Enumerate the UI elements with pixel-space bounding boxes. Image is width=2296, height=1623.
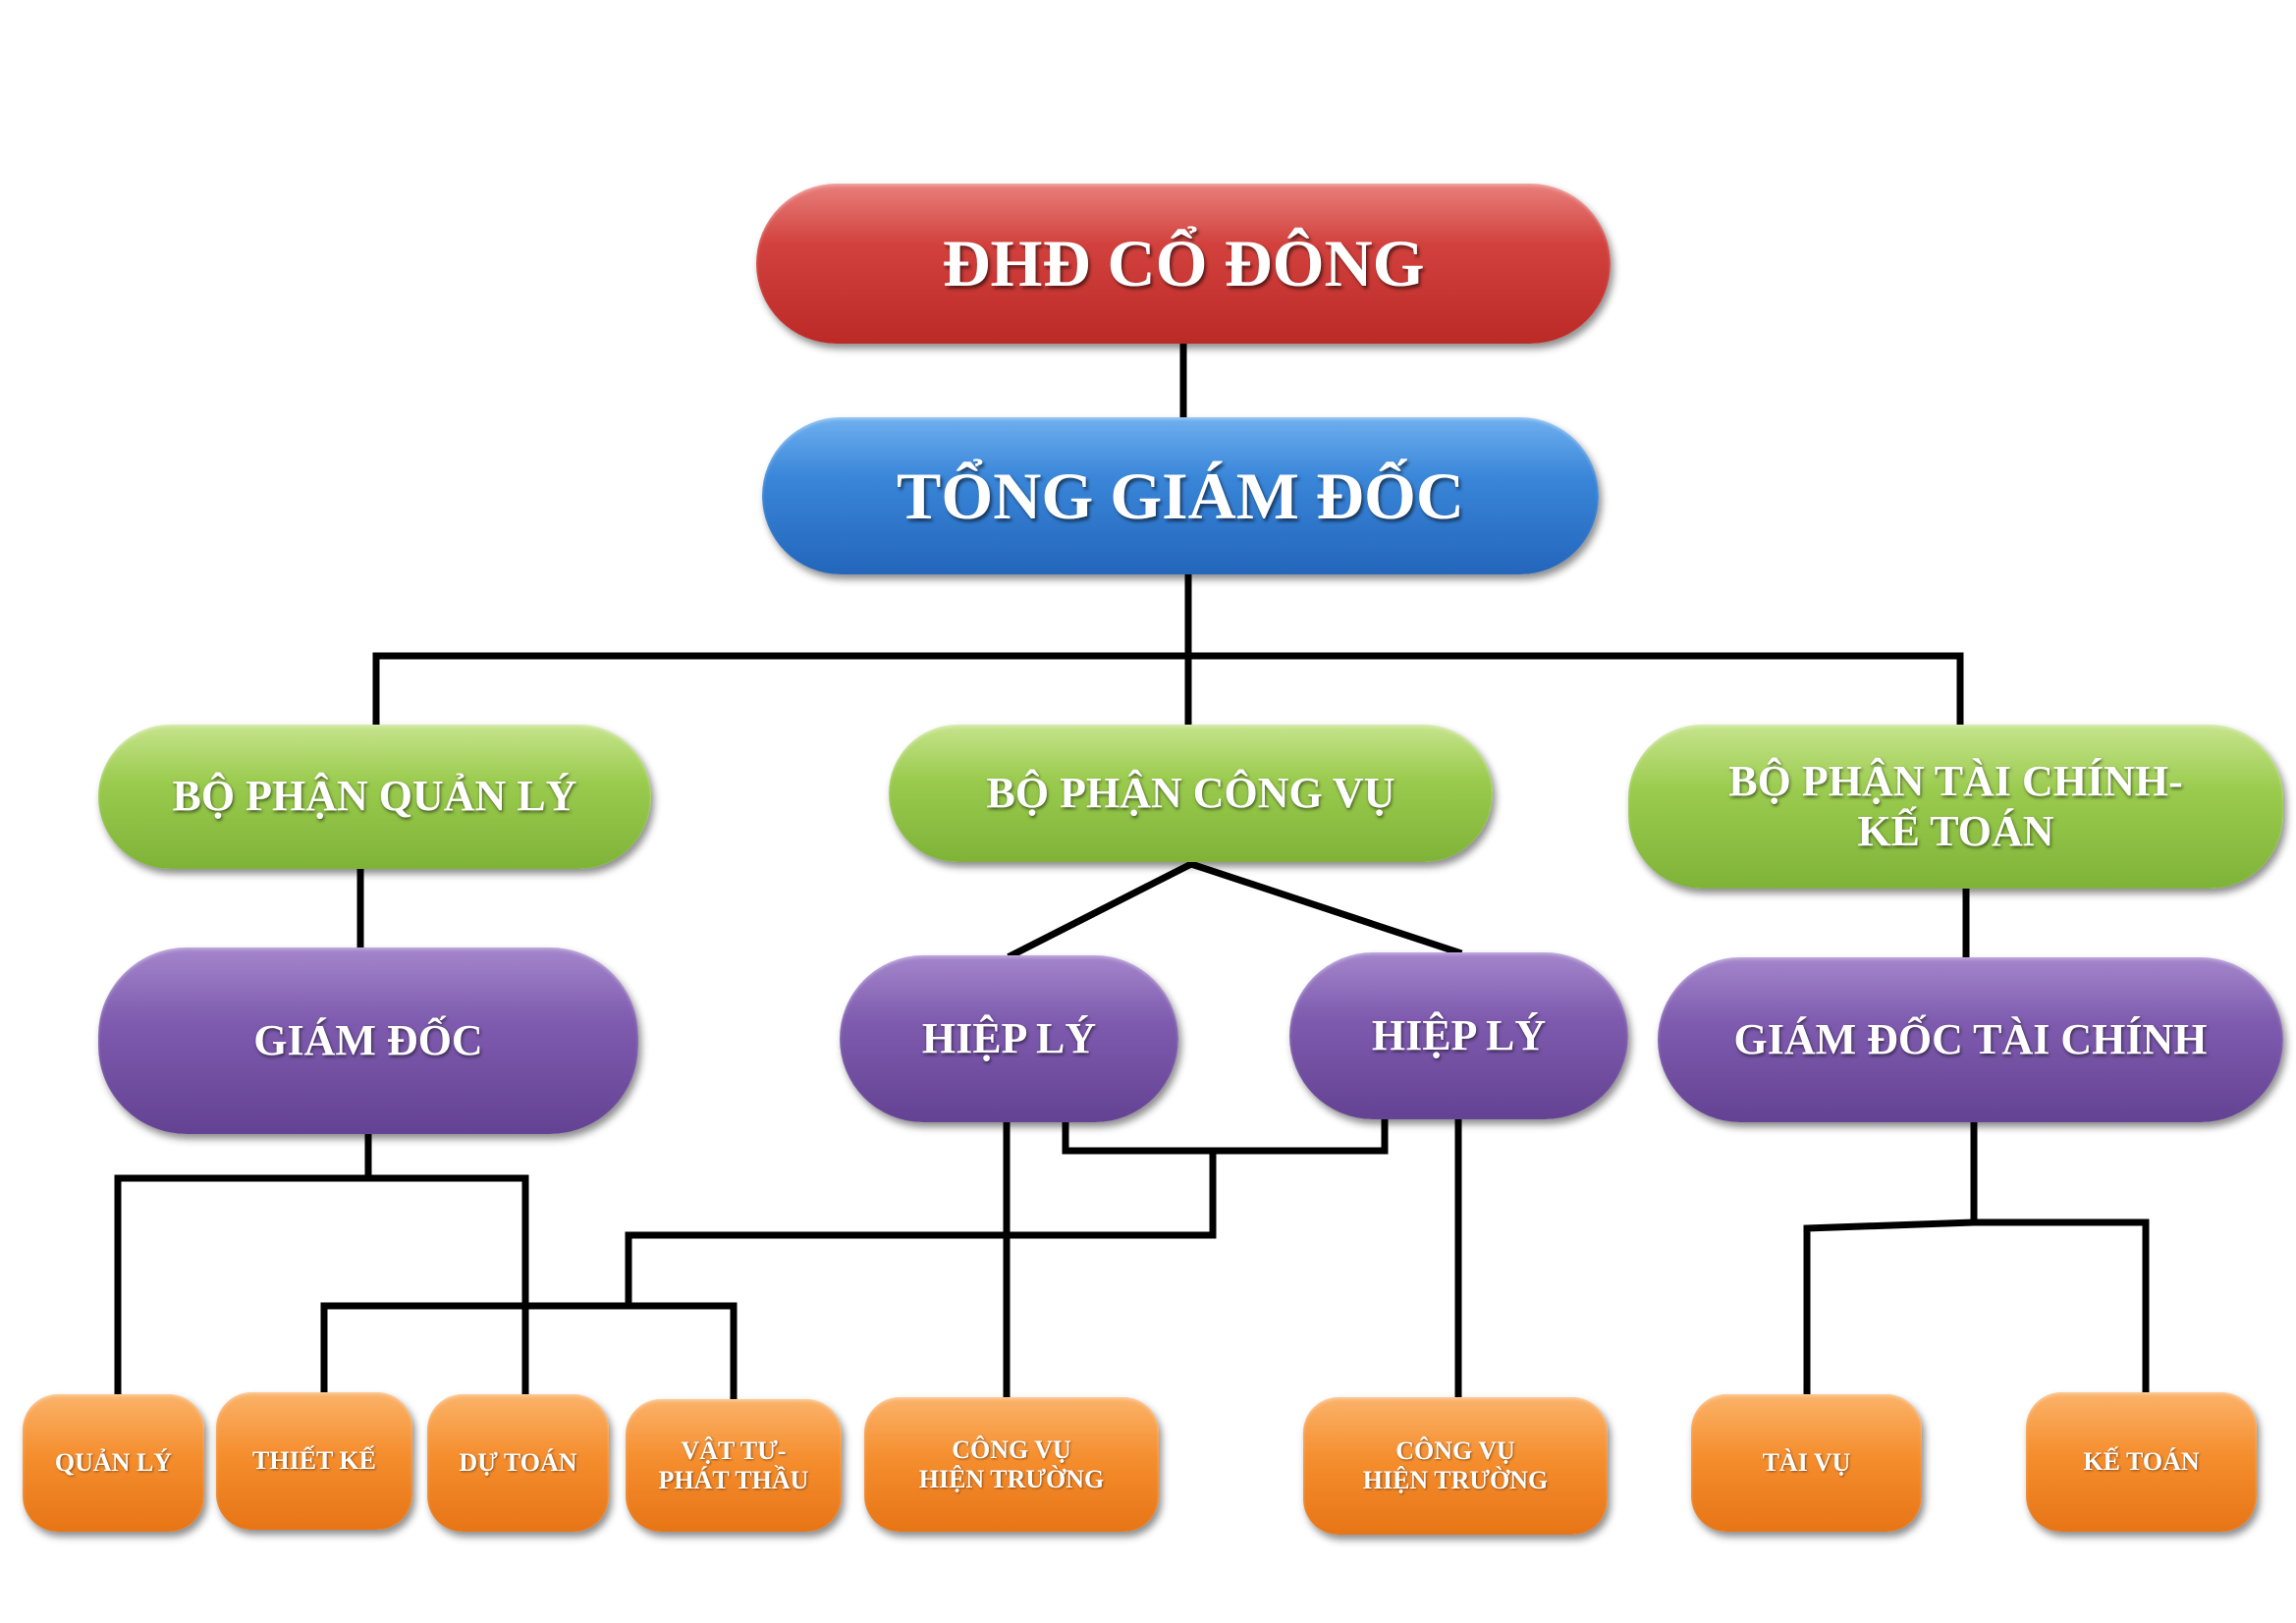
line-director-bus xyxy=(114,1130,372,1398)
treasury-unit-node: TÀI VỤ xyxy=(1691,1394,1922,1532)
management-department-node: BỘ PHẬN QUẢN LÝ xyxy=(98,725,651,869)
shareholders-node: ĐHĐ CỔ ĐÔNG xyxy=(756,184,1611,344)
design-unit-label: THIẾT KẾ xyxy=(252,1446,376,1476)
director-node: GIÁM ĐỐC xyxy=(98,947,638,1134)
line-financedirector-accounting xyxy=(1970,1218,2150,1398)
public-works-department-node: BỘ PHẬN CÔNG VỤ xyxy=(889,725,1493,862)
finance-department-node: BỘ PHẬN TÀI CHÍNH- KẾ TOÁN xyxy=(1628,725,2283,889)
line-director-estimate xyxy=(364,1174,529,1398)
site-works-right-label-line2: HIỆN TRƯỜNG xyxy=(1362,1466,1549,1494)
management-department-label: BỘ PHẬN QUẢN LÝ xyxy=(172,772,577,821)
accounting-unit-node: KẾ TOÁN xyxy=(2026,1392,2257,1532)
treasury-unit-label: TÀI VỤ xyxy=(1762,1448,1851,1478)
accounting-unit-label: KẾ TOÁN xyxy=(2083,1447,2200,1477)
management-unit-label: QUẢN LÝ xyxy=(54,1448,173,1478)
public-works-department-label: BỘ PHẬN CÔNG VỤ xyxy=(986,768,1395,817)
site-works-left-label-line2: HIỆN TRƯỜNG xyxy=(918,1464,1105,1493)
line-units-bus xyxy=(320,1302,738,1403)
materials-unit-label-line1: VẬT TƯ- xyxy=(681,1435,787,1465)
estimate-unit-node: DỰ TOÁN xyxy=(427,1394,609,1532)
coordinator-left-node: HIỆP LÝ xyxy=(840,955,1178,1122)
design-unit-node: THIẾT KẾ xyxy=(216,1392,412,1530)
finance-director-node: GIÁM ĐỐC TÀI CHÍNH xyxy=(1658,957,2283,1122)
coordinator-right-node: HIỆP LÝ xyxy=(1289,952,1628,1119)
materials-unit-node: VẬT TƯ- PHÁT THẦU xyxy=(626,1399,842,1532)
site-works-right-node: CÔNG VỤ HIỆN TRƯỜNG xyxy=(1303,1397,1608,1535)
line-financedirector-bus xyxy=(1803,1118,1978,1398)
director-label: GIÁM ĐỐC xyxy=(253,1015,483,1064)
site-works-right-label-line1: CÔNG VỤ xyxy=(1395,1436,1515,1466)
shareholders-label: ĐHĐ CỔ ĐÔNG xyxy=(942,226,1425,301)
materials-unit-label-line2: PHÁT THẦU xyxy=(658,1465,809,1494)
line-coordinators-link xyxy=(1062,1118,1389,1155)
ceo-node: TỔNG GIÁM ĐỐC xyxy=(762,417,1599,574)
management-unit-node: QUẢN LÝ xyxy=(23,1394,204,1532)
line-coordinators-to-units xyxy=(625,1147,1217,1305)
finance-department-label-line1: BỘ PHẬN TÀI CHÍNH- xyxy=(1728,756,2183,805)
ceo-label: TỔNG GIÁM ĐỐC xyxy=(897,458,1464,533)
coordinator-left-label: HIỆP LÝ xyxy=(921,1013,1097,1062)
estimate-unit-label: DỰ TOÁN xyxy=(459,1448,577,1478)
line-publicworks-coordinators xyxy=(1007,860,1463,960)
finance-department-label-line2: KẾ TOÁN xyxy=(1857,806,2054,855)
finance-director-label: GIÁM ĐỐC TÀI CHÍNH xyxy=(1733,1014,2208,1063)
site-works-left-node: CÔNG VỤ HIỆN TRƯỜNG xyxy=(864,1397,1159,1532)
site-works-left-label-line1: CÔNG VỤ xyxy=(952,1434,1071,1464)
line-department-bus xyxy=(372,652,1964,730)
coordinator-right-label: HIỆP LÝ xyxy=(1371,1010,1547,1059)
